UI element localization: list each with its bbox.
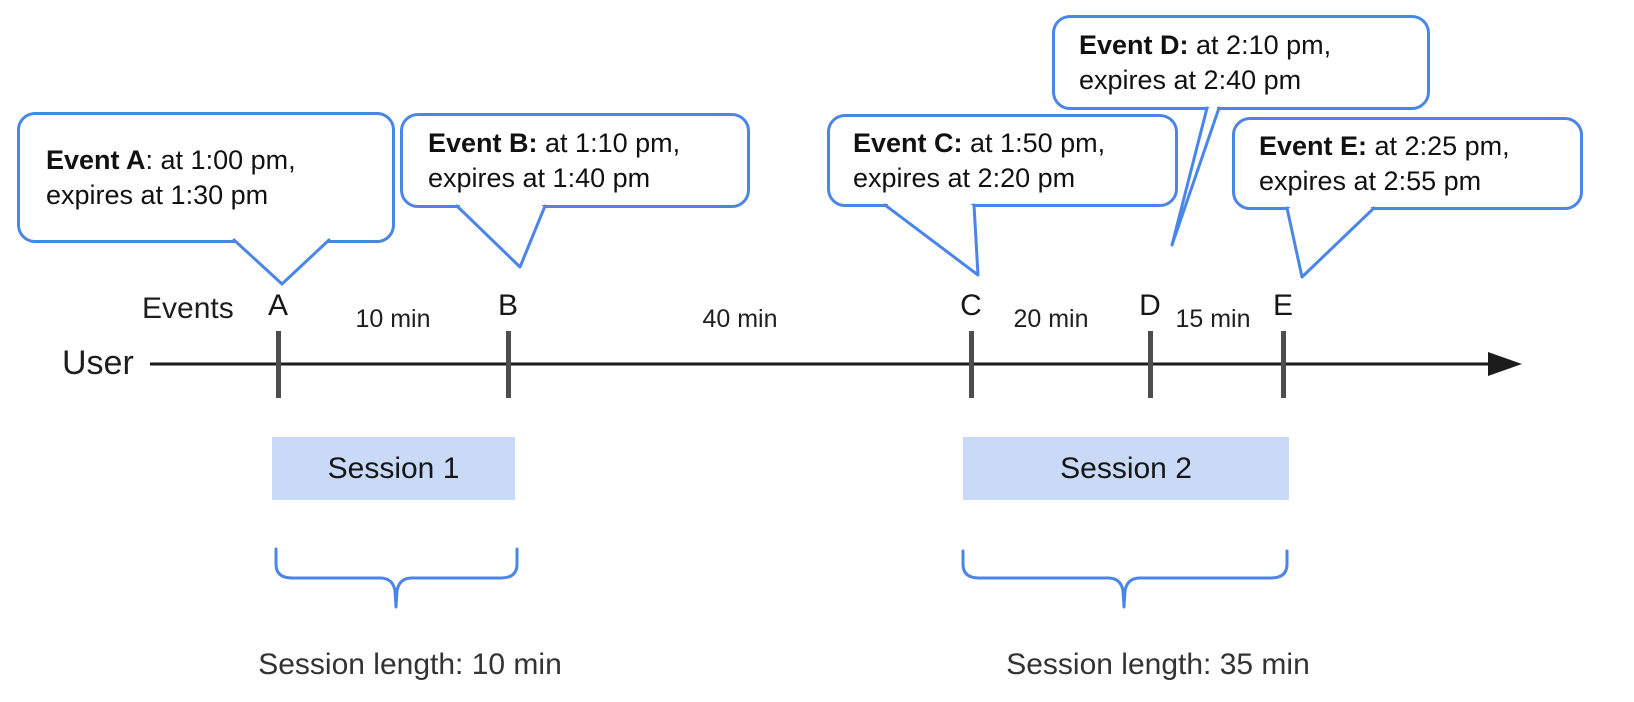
event-d-callout-rest: at 2:10 pm, — [1188, 29, 1332, 60]
event-e-tick — [1281, 331, 1286, 398]
event-a-callout: Event A: at 1:00 pm, expires at 1:30 pm — [17, 112, 395, 243]
event-c-callout: Event C: at 1:50 pm, expires at 2:20 pm — [827, 114, 1178, 207]
callout-line1: Event B: at 1:10 pm, — [428, 126, 747, 161]
interval-c-d-label: 20 min — [1013, 305, 1089, 333]
event-c-callout-rest: at 1:50 pm, — [962, 127, 1106, 158]
event-c-callout-bold: Event C: — [853, 127, 963, 158]
session-1-length-label: Session length: 10 min — [258, 648, 562, 681]
event-b-callout-tail — [455, 204, 547, 269]
event-a-callout-tail — [232, 238, 331, 286]
callout-line1: Event E: at 2:25 pm, — [1259, 129, 1580, 164]
event-e-label: E — [1272, 289, 1293, 322]
interval-a-b-label: 10 min — [355, 305, 431, 333]
session-2-label: Session 2 — [1060, 451, 1192, 485]
event-c-label: C — [960, 289, 982, 322]
event-b-callout-line2: expires at 1:40 pm — [428, 162, 651, 193]
session-1-brace — [274, 547, 519, 609]
session-1-label: Session 1 — [327, 451, 460, 485]
event-a-callout-line2: expires at 1:30 pm — [46, 179, 269, 210]
event-b-callout-rest: at 1:10 pm, — [537, 127, 681, 158]
event-d-callout-bold: Event D: — [1079, 29, 1189, 60]
event-b-callout-bold: Event B: — [428, 127, 538, 158]
event-e-callout-line2: expires at 2:55 pm — [1259, 165, 1482, 196]
event-c-tick — [969, 331, 974, 398]
event-d-tick — [1148, 331, 1153, 398]
event-a-callout-rest: : at 1:00 pm, — [145, 144, 296, 175]
session-1-bar: Session 1 — [272, 437, 515, 500]
event-d-callout: Event D: at 2:10 pm, expires at 2:40 pm — [1052, 15, 1430, 110]
callout-line1: Event A: at 1:00 pm, — [46, 143, 392, 178]
event-d-callout-tail — [1170, 106, 1221, 247]
event-b-label: B — [497, 289, 518, 322]
interval-b-c-label: 40 min — [702, 305, 778, 333]
event-b-tick — [506, 331, 511, 398]
user-axis-label: User — [62, 344, 134, 382]
event-d-callout-line2: expires at 2:40 pm — [1079, 64, 1302, 95]
callout-line1: Event C: at 1:50 pm, — [853, 126, 1175, 161]
session-2-length-label: Session length: 35 min — [1006, 648, 1310, 681]
events-axis-label: Events — [142, 292, 234, 325]
event-d-label: D — [1139, 289, 1161, 322]
session-2-brace — [961, 549, 1289, 609]
event-e-callout-bold: Event E: — [1259, 130, 1368, 161]
event-e-callout-rest: at 2:25 pm, — [1367, 130, 1510, 161]
session-2-bar: Session 2 — [963, 437, 1289, 500]
event-a-label: A — [267, 289, 288, 322]
event-a-tick — [276, 331, 281, 398]
event-b-callout: Event B: at 1:10 pm, expires at 1:40 pm — [400, 113, 750, 208]
event-c-callout-tail — [883, 203, 980, 277]
event-c-callout-line2: expires at 2:20 pm — [853, 162, 1076, 193]
event-e-callout: Event E: at 2:25 pm, expires at 2:55 pm — [1232, 117, 1583, 210]
event-a-callout-bold: Event A — [46, 144, 146, 175]
timeline-arrowhead-icon — [1488, 352, 1522, 376]
interval-d-e-label: 15 min — [1175, 305, 1251, 333]
callout-line1: Event D: at 2:10 pm, — [1079, 28, 1427, 63]
event-e-callout-tail — [1285, 206, 1376, 279]
